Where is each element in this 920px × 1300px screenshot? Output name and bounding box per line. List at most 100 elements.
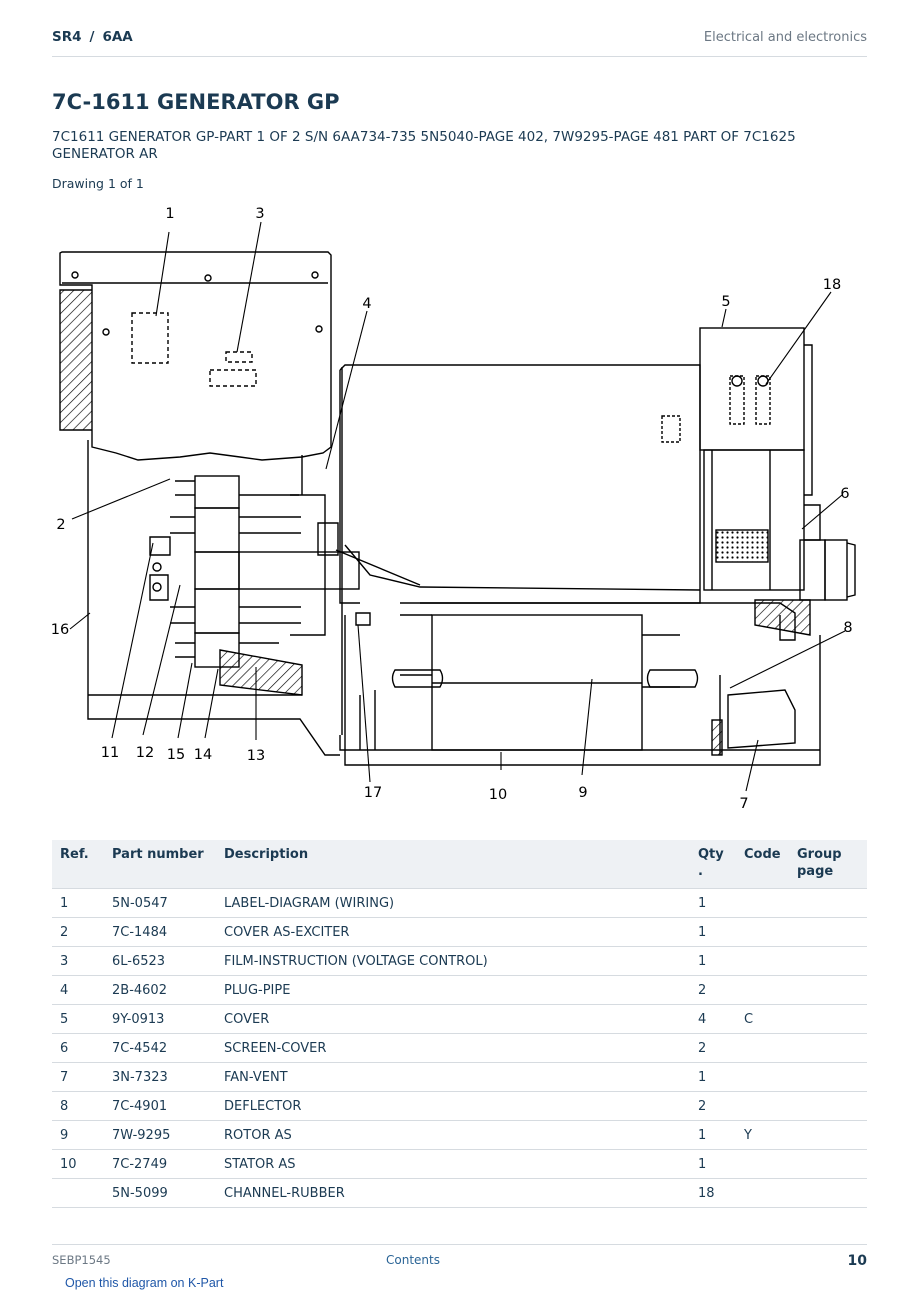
cell-ref: 6: [52, 1033, 104, 1063]
callout-18[interactable]: 18: [823, 277, 841, 293]
contents-link[interactable]: Contents: [386, 1253, 440, 1267]
cell-part-number[interactable]: 2B-4602: [104, 975, 216, 1005]
cell-part-number[interactable]: 6L-6523: [104, 946, 216, 976]
breadcrumb: SR4 / 6AA: [52, 29, 133, 45]
callout-2[interactable]: 2: [56, 517, 65, 533]
cell-qty: 1: [690, 1149, 736, 1179]
callout-4[interactable]: 4: [362, 296, 371, 312]
cell-ref: 1: [52, 888, 104, 918]
cell-description: FILM-INSTRUCTION (VOLTAGE CONTROL): [216, 946, 690, 976]
cell-ref: 9: [52, 1120, 104, 1150]
cell-description: STATOR AS: [216, 1149, 690, 1179]
table-header-row: Ref. Part number Description Qty . Code …: [52, 840, 867, 889]
cell-qty: 4: [690, 1004, 736, 1034]
col-qty: Qty .: [690, 840, 736, 889]
cell-part-number[interactable]: 7C-2749: [104, 1149, 216, 1179]
cell-code: [736, 1033, 789, 1063]
cell-qty: 1: [690, 917, 736, 947]
callout-labels: 1 3 4 5 18 2 6 16 8 11 12 15 14 13 17 10…: [51, 206, 853, 812]
cell-part-number[interactable]: 7C-1484: [104, 917, 216, 947]
page-title: 7C-1611 GENERATOR GP: [52, 90, 340, 114]
cell-part-number[interactable]: 5N-5099: [104, 1178, 216, 1208]
cell-ref: 5: [52, 1004, 104, 1034]
cell-code: [736, 888, 789, 918]
cell-group-page: [789, 1149, 867, 1179]
cell-description: PLUG-PIPE: [216, 975, 690, 1005]
cell-ref: 7: [52, 1062, 104, 1092]
document-id: SEBP1545: [52, 1253, 111, 1267]
cell-qty: 1: [690, 946, 736, 976]
breadcrumb-separator: /: [89, 29, 95, 45]
drawing-label: Drawing 1 of 1: [52, 176, 144, 191]
col-description: Description: [216, 840, 690, 889]
cell-code: Y: [736, 1120, 789, 1150]
cell-code: [736, 946, 789, 976]
cell-qty: 2: [690, 1091, 736, 1121]
cell-group-page: [789, 1178, 867, 1208]
callout-17[interactable]: 17: [364, 785, 382, 801]
cell-qty: 2: [690, 975, 736, 1005]
cell-code: [736, 1149, 789, 1179]
open-in-kpart-link[interactable]: Open this diagram on K-Part: [65, 1276, 224, 1290]
cell-group-page: [789, 1004, 867, 1034]
col-part-number: Part number: [104, 840, 216, 889]
cell-group-page: [789, 946, 867, 976]
page-footer: SEBP1545 Contents 10: [52, 1244, 867, 1275]
page-header: SR4/6AA Electrical and electronics: [52, 22, 867, 57]
exploded-parts-diagram: 1 3 4 5 18 2 6 16 8 11 12 15 14 13 17 10…: [40, 195, 880, 820]
generator-drawing: [59, 251, 856, 766]
callout-11[interactable]: 11: [101, 745, 119, 761]
col-ref: Ref.: [52, 840, 104, 889]
cell-qty: 2: [690, 1033, 736, 1063]
cell-qty: 1: [690, 1120, 736, 1150]
cell-group-page: [789, 888, 867, 918]
callout-5[interactable]: 5: [721, 294, 730, 310]
cell-description: FAN-VENT: [216, 1062, 690, 1092]
callout-15[interactable]: 15: [167, 747, 185, 763]
breadcrumb-prefix[interactable]: 6AA: [102, 29, 133, 45]
callout-9[interactable]: 9: [578, 785, 587, 801]
cell-part-number[interactable]: 7C-4901: [104, 1091, 216, 1121]
cell-group-page: [789, 917, 867, 947]
cell-group-page: [789, 1120, 867, 1150]
callout-6[interactable]: 6: [840, 486, 849, 502]
cell-part-number[interactable]: 5N-0547: [104, 888, 216, 918]
cell-qty: 1: [690, 888, 736, 918]
breadcrumb-model[interactable]: SR4: [52, 29, 82, 45]
callout-1[interactable]: 1: [165, 206, 174, 222]
callout-7[interactable]: 7: [739, 796, 748, 812]
callout-10[interactable]: 10: [489, 787, 507, 803]
cell-part-number[interactable]: 7C-4542: [104, 1033, 216, 1063]
callout-14[interactable]: 14: [194, 747, 212, 763]
cell-part-number[interactable]: 9Y-0913: [104, 1004, 216, 1034]
cell-description: ROTOR AS: [216, 1120, 690, 1150]
callout-13[interactable]: 13: [247, 748, 265, 764]
callout-16[interactable]: 16: [51, 622, 69, 638]
cell-part-number[interactable]: 7W-9295: [104, 1120, 216, 1150]
cell-code: [736, 917, 789, 947]
col-code: Code: [736, 840, 789, 889]
cell-description: SCREEN-COVER: [216, 1033, 690, 1063]
cell-qty: 18: [690, 1178, 736, 1208]
parts-table: Ref. Part number Description Qty . Code …: [52, 840, 867, 1208]
cell-group-page: [789, 1062, 867, 1092]
page-number: 10: [847, 1253, 867, 1269]
cell-description: DEFLECTOR: [216, 1091, 690, 1121]
callout-3[interactable]: 3: [255, 206, 264, 222]
callout-12[interactable]: 12: [136, 745, 154, 761]
cell-description: COVER: [216, 1004, 690, 1034]
callout-8[interactable]: 8: [843, 620, 852, 636]
cell-description: CHANNEL-RUBBER: [216, 1178, 690, 1208]
cell-code: [736, 1091, 789, 1121]
cell-ref: 10: [52, 1149, 104, 1179]
cell-part-number[interactable]: 3N-7323: [104, 1062, 216, 1092]
